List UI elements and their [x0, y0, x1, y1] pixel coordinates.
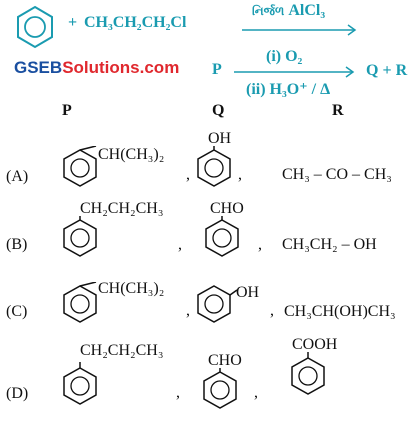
products-q-r: Q + R	[366, 62, 408, 79]
option-c-comma-2: ,	[270, 302, 274, 319]
option-a-comma-2: ,	[238, 166, 242, 183]
watermark-brand: GSEB	[14, 58, 63, 77]
option-d-comma-2: ,	[254, 384, 258, 401]
option-c-q-substituent: OH	[236, 284, 260, 301]
option-c-label[interactable]: (C)	[6, 303, 28, 320]
option-d-comma-1: ,	[176, 384, 180, 401]
option-b-r-formula: CH₃CH₂ – OH	[282, 236, 377, 253]
option-d-label[interactable]: (D)	[6, 385, 29, 402]
watermark-domain: Solutions.com	[62, 58, 180, 77]
option-a-p-benzene-ring	[63, 146, 97, 187]
catalyst-formula: AlCl₃	[288, 2, 326, 19]
header-p: P	[62, 102, 72, 119]
option-c-r-formula: CH₃CH(OH)CH₃	[284, 303, 396, 320]
option-b-p-benzene-ring	[63, 216, 97, 257]
option-b-q-benzene-ring	[205, 216, 239, 257]
reaction-arrow-2	[234, 66, 355, 78]
option-b-comma-2: ,	[258, 236, 262, 253]
option-b-label[interactable]: (B)	[6, 236, 28, 253]
watermark-logo: GSEBSolutions.com	[14, 58, 179, 78]
catalyst-label: નિર્જળ AlCl₃	[252, 2, 325, 20]
option-a-p-substituent: CH(CH₃)₂	[98, 146, 165, 163]
header-r: R	[332, 102, 344, 119]
option-b-comma-1: ,	[178, 236, 182, 253]
option-c-comma-1: ,	[186, 302, 190, 319]
option-c-p-substituent: CH(CH₃)₂	[98, 280, 165, 297]
plus-sign: +	[68, 14, 78, 31]
option-d-p-benzene-ring	[63, 362, 97, 405]
reaction-arrow-1	[242, 24, 357, 36]
option-a-comma-1: ,	[186, 166, 190, 183]
option-a-q-substituent: OH	[208, 130, 232, 147]
option-a-label[interactable]: (A)	[6, 168, 29, 185]
reactant-p: P	[212, 61, 222, 78]
reagent-step-1: (i) O₂	[266, 48, 303, 65]
option-b-q-substituent: CHO	[210, 200, 244, 217]
option-d-q-benzene-ring	[203, 368, 237, 409]
option-a-r-formula: CH₃ – CO – CH₃	[282, 166, 392, 183]
header-q: Q	[212, 102, 225, 119]
option-d-q-substituent: CHO	[208, 352, 242, 369]
reagent-step-2: (ii) H₃O⁺ / Δ	[246, 81, 331, 98]
option-c-p-benzene-ring	[63, 282, 97, 323]
option-c-q-benzene-ring	[197, 285, 238, 323]
option-d-r-substituent: COOH	[292, 336, 338, 353]
catalyst-prefix: નિર્જળ	[252, 4, 285, 18]
benzene-reactant-icon	[17, 5, 53, 49]
option-d-r-benzene-ring	[291, 352, 325, 395]
option-a-q-benzene-ring	[197, 146, 231, 187]
option-d-p-substituent: CH₂CH₂CH₃	[80, 342, 164, 359]
reagent-propyl-chloride: CH₃CH₂CH₂Cl	[84, 14, 187, 31]
option-b-p-substituent: CH₂CH₂CH₃	[80, 200, 164, 217]
